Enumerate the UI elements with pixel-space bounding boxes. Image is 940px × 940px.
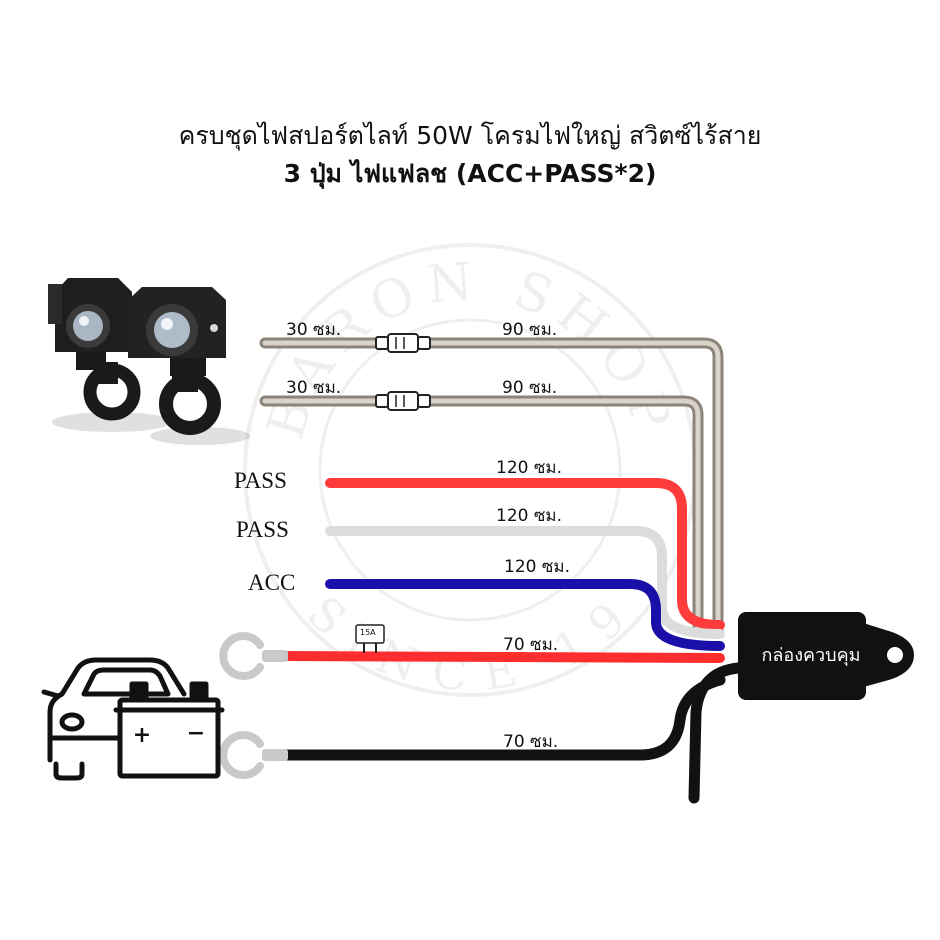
battery-plus-sign: + [133, 722, 151, 748]
lamp-connector-2 [375, 391, 431, 411]
power-wire-black-length: 70 ซม. [503, 732, 559, 752]
power-wire-red [280, 651, 725, 663]
page-title-line2: 3 ปุ่ม ไฟแฟลช (ACC+PASS*2) [283, 159, 657, 188]
switch-wire-1-name: PASS [234, 468, 287, 493]
lamp-wire-1-right-length: 90 ซม. [502, 320, 558, 340]
spotlight-lamps [48, 278, 250, 445]
switch-wire-3-name: ACC [248, 570, 296, 595]
power-wire-red-length: 70 ซม. [503, 635, 559, 655]
acc-wire-blue [325, 579, 725, 651]
watermark-top-text: BARON SHOP [256, 251, 684, 445]
pass-wire-red [325, 478, 725, 630]
page-title-line1: ครบชุดไฟสปอร์ตไลท์ 50W โครมไฟใหญ่ สวิตซ์… [178, 121, 762, 150]
battery-minus-sign: − [187, 720, 205, 746]
fuse-rating: 15A [360, 628, 376, 637]
switch-wire-2-name: PASS [236, 517, 289, 542]
control-box-label: กล่องควบคุม [761, 645, 861, 666]
ring-terminal-negative [219, 731, 288, 779]
battery-icon [113, 681, 225, 779]
switch-tail-cable [688, 662, 744, 804]
lamp-wire-2-left-length: 30 ซม. [286, 378, 342, 398]
lamp-wire-1 [259, 337, 724, 638]
ring-terminal-positive [219, 632, 288, 680]
pass-wire-white [325, 526, 725, 639]
switch-wire-2-length: 120 ซม. [496, 506, 562, 526]
spotlight-lamp-right [128, 287, 226, 435]
car-icon [41, 657, 187, 781]
watermark-bottom-text: SINCE 19 [297, 585, 643, 702]
switch-wire-1-length: 120 ซม. [496, 458, 562, 478]
lamp-connector-1 [375, 333, 431, 353]
car-battery-icon [41, 657, 225, 781]
lamp-wire-1-left-length: 30 ซม. [286, 320, 342, 340]
spotlight-lamp-left [48, 278, 141, 421]
lamp-wire-2-right-length: 90 ซม. [502, 378, 558, 398]
watermark-seal: BARON SHOP SINCE 19 [243, 243, 697, 702]
switch-wire-3-length: 120 ซม. [504, 557, 570, 577]
control-box [738, 612, 914, 700]
lamp-wire-2 [259, 395, 704, 638]
fuse [355, 624, 385, 653]
